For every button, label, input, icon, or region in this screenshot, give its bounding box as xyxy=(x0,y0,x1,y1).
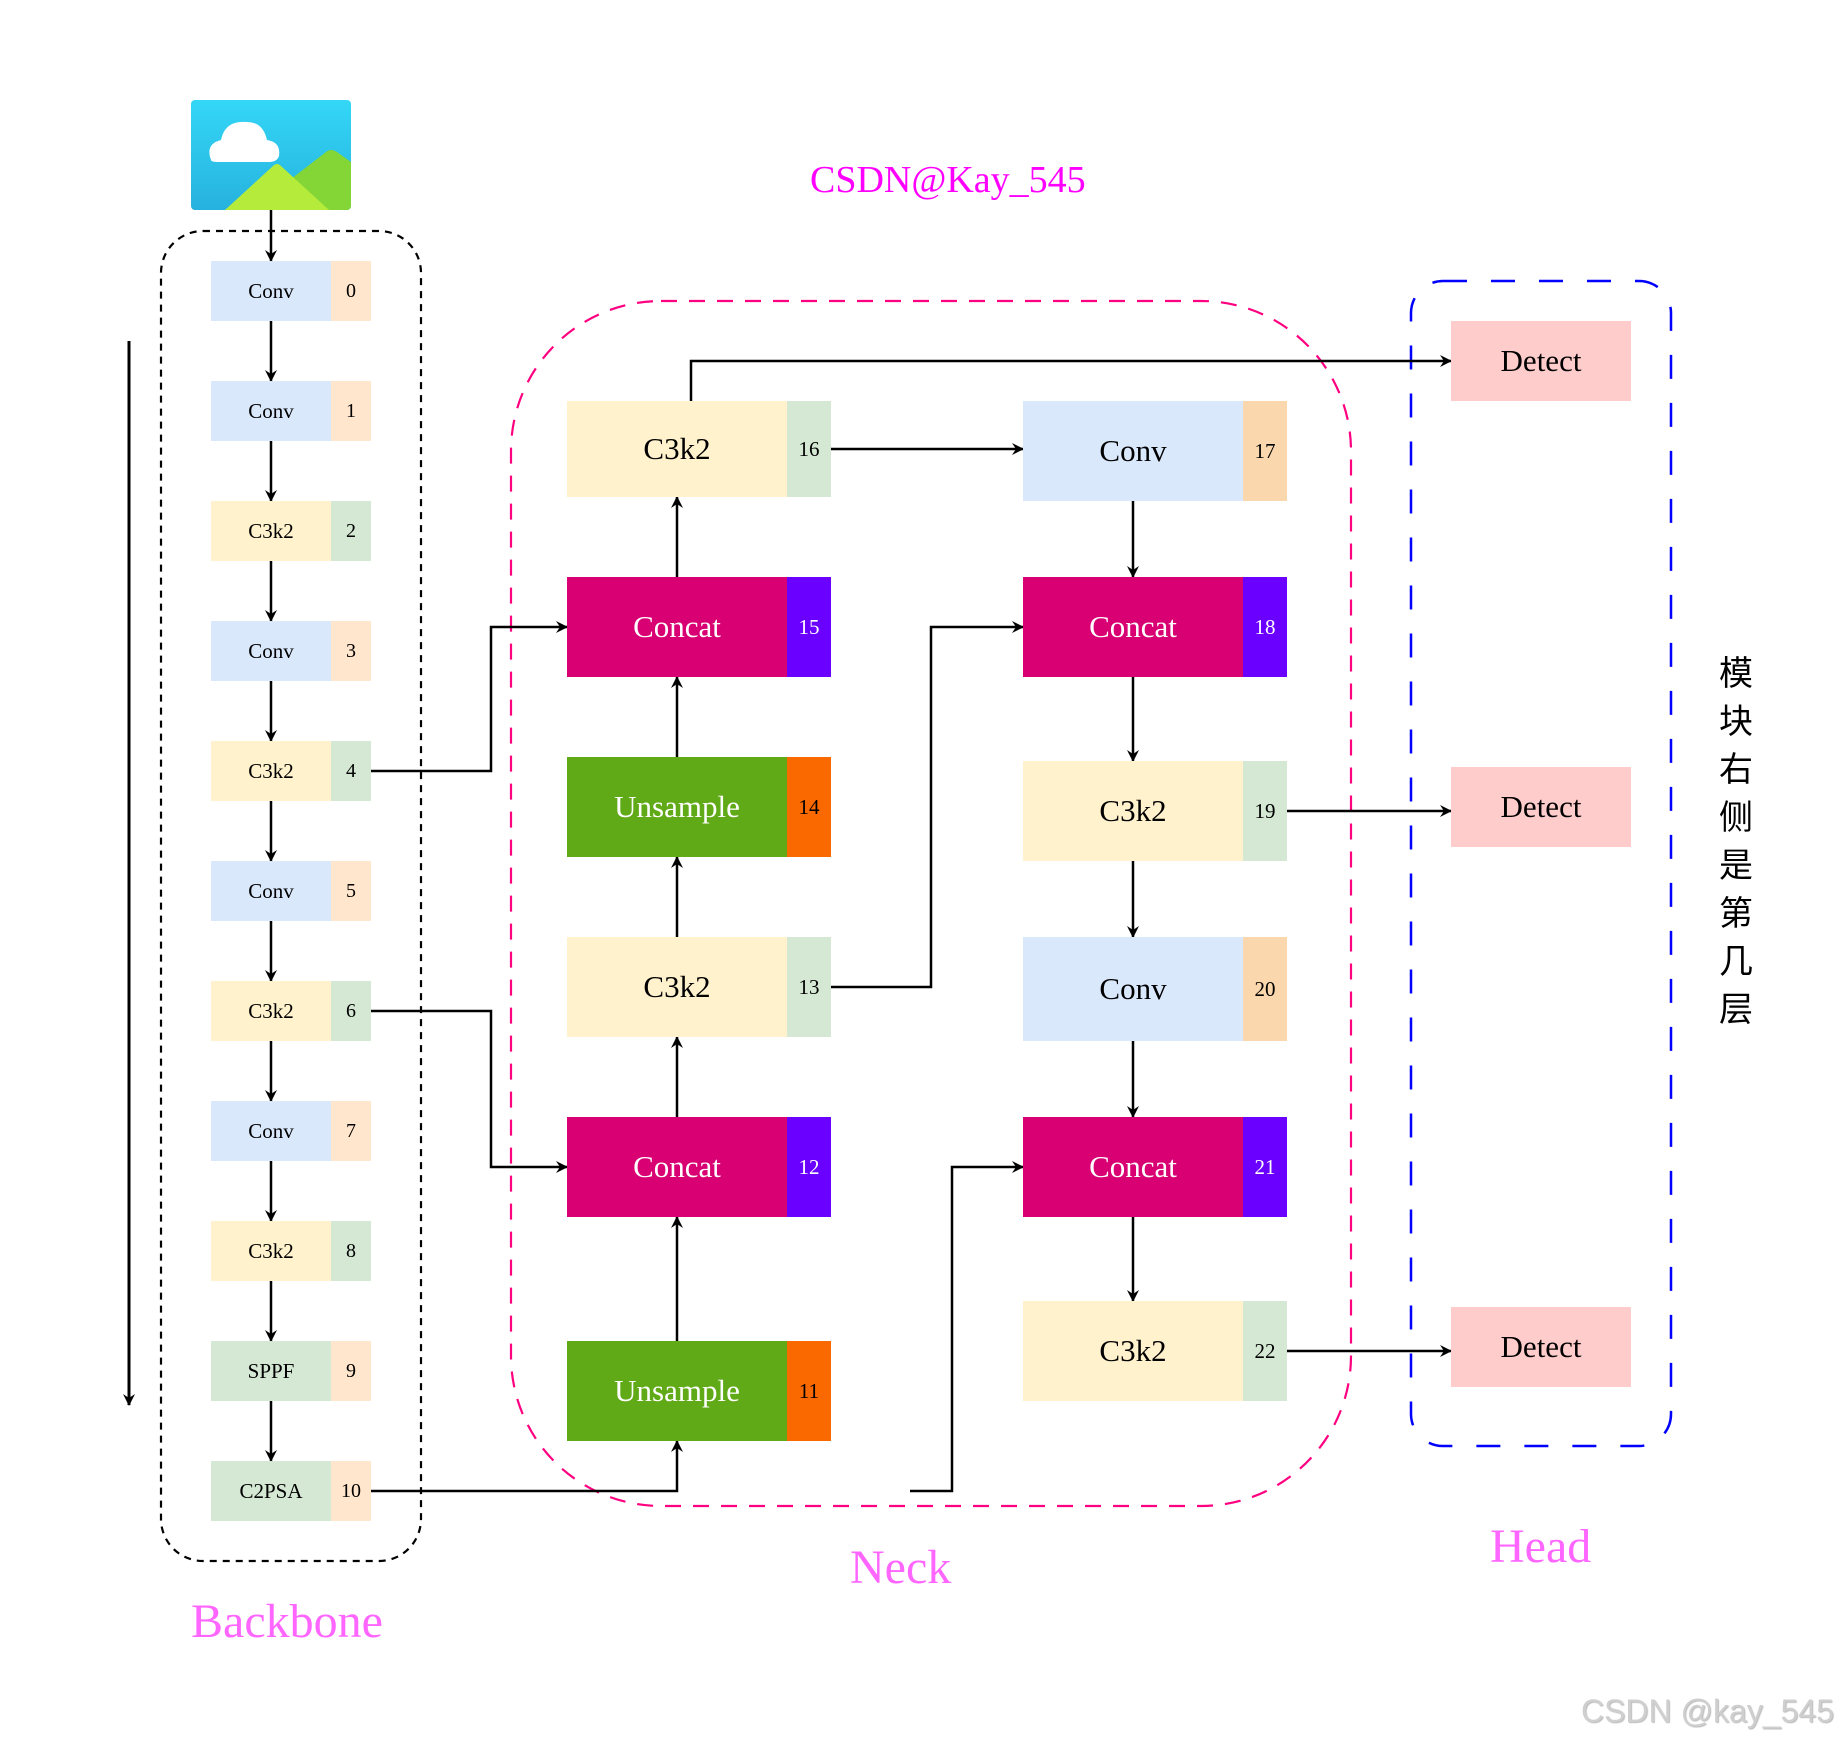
layer-index-badge: 16 xyxy=(787,401,831,497)
layer-name: Concat xyxy=(1023,1117,1243,1217)
side-note-char: 模 xyxy=(1719,654,1753,694)
author-credit: CSDN@Kay_545 xyxy=(810,159,1086,201)
layer-index-badge: 8 xyxy=(331,1221,371,1281)
layer-name: Concat xyxy=(1023,577,1243,677)
layer-name: C3k2 xyxy=(211,501,331,561)
head-label: Head xyxy=(1490,1520,1592,1573)
layer-name: Conv xyxy=(211,261,331,321)
layer-index-badge: 15 xyxy=(787,577,831,677)
layer-name: Conv xyxy=(211,381,331,441)
detect-head-2: Detect xyxy=(1451,767,1631,847)
layer-index-badge: 5 xyxy=(331,861,371,921)
side-note-char: 是 xyxy=(1719,846,1753,886)
csdn-watermark: CSDN @kay_545 xyxy=(1580,1693,1834,1729)
layer-name: Unsample xyxy=(567,757,787,857)
layer-index-badge: 10 xyxy=(331,1461,371,1521)
edge-13-to-18 xyxy=(831,621,1024,989)
layer-name: C3k2 xyxy=(211,1221,331,1281)
edge-10-to-21 xyxy=(910,1161,1024,1493)
side-note-vertical-text: 模块右侧是第几层 xyxy=(1714,650,1758,1034)
detect-head-1: Detect xyxy=(1451,321,1631,401)
layer-name: Conv xyxy=(1023,937,1243,1041)
side-note-char: 块 xyxy=(1719,702,1753,742)
edge-4-to-15 xyxy=(371,621,568,773)
layer-name: Concat xyxy=(567,1117,787,1217)
layer-index-badge: 1 xyxy=(331,381,371,441)
layer-index-badge: 4 xyxy=(331,741,371,801)
detect-head-3: Detect xyxy=(1451,1307,1631,1387)
layer-name: Conv xyxy=(211,621,331,681)
edge-6-to-12 xyxy=(371,1009,568,1173)
layer-name: Conv xyxy=(1023,401,1243,501)
layer-index-badge: 9 xyxy=(331,1341,371,1401)
layer-index-badge: 17 xyxy=(1243,401,1287,501)
side-note-char: 几 xyxy=(1719,942,1753,982)
layer-index-badge: 20 xyxy=(1243,937,1287,1041)
layer-index-badge: 0 xyxy=(331,261,371,321)
layer-name: C3k2 xyxy=(567,401,787,497)
layer-index-badge: 13 xyxy=(787,937,831,1037)
layer-index-badge: 6 xyxy=(331,981,371,1041)
layer-name: C3k2 xyxy=(567,937,787,1037)
layer-index-badge: 11 xyxy=(787,1341,831,1441)
layer-index-badge: 18 xyxy=(1243,577,1287,677)
layer-index-badge: 7 xyxy=(331,1101,371,1161)
edge-16-to-detect-1 xyxy=(689,355,1452,401)
layer-name: C2PSA xyxy=(211,1461,331,1521)
backbone-label: Backbone xyxy=(191,1595,383,1648)
edge-10-to-11 xyxy=(371,1440,683,1493)
layer-name: C3k2 xyxy=(1023,1301,1243,1401)
layer-index-badge: 2 xyxy=(331,501,371,561)
layer-name: Conv xyxy=(211,1101,331,1161)
head-group-border xyxy=(1409,279,1673,1448)
layer-name: C3k2 xyxy=(1023,761,1243,861)
layer-name: Conv xyxy=(211,861,331,921)
layer-index-badge: 21 xyxy=(1243,1117,1287,1217)
layer-index-badge: 3 xyxy=(331,621,371,681)
layer-name: C3k2 xyxy=(211,981,331,1041)
layer-index-badge: 14 xyxy=(787,757,831,857)
layer-name: Unsample xyxy=(567,1341,787,1441)
layer-name: Concat xyxy=(567,577,787,677)
input-image-icon xyxy=(191,100,351,210)
neck-label: Neck xyxy=(850,1541,952,1594)
layer-index-badge: 12 xyxy=(787,1117,831,1217)
side-note-char: 侧 xyxy=(1719,798,1753,838)
side-note-char: 层 xyxy=(1719,990,1753,1030)
side-note-char: 第 xyxy=(1719,894,1753,934)
layer-name: C3k2 xyxy=(211,741,331,801)
layer-name: SPPF xyxy=(211,1341,331,1401)
layer-index-badge: 22 xyxy=(1243,1301,1287,1401)
side-note-char: 右 xyxy=(1719,750,1753,790)
layer-index-badge: 19 xyxy=(1243,761,1287,861)
